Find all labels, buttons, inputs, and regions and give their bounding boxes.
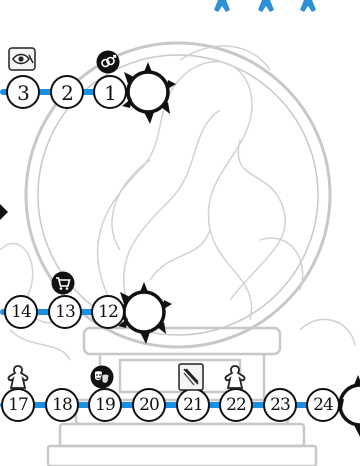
eye-card-icon [8,47,36,71]
space-18[interactable]: 18 [45,388,79,422]
crossed-swords-card-icon [178,363,204,391]
space-24[interactable]: 24 [306,388,340,422]
space-20[interactable]: 20 [132,388,166,422]
space-12[interactable]: 12 [91,295,125,329]
gender-symbols-icon [96,50,120,74]
pawn-icon [222,364,248,390]
space-17[interactable]: 17 [1,388,35,422]
space-23[interactable]: 23 [263,388,297,422]
space-19[interactable]: 19 [88,388,122,422]
space-21[interactable]: 21 [176,388,210,422]
space-13[interactable]: 13 [48,295,82,329]
space-22[interactable]: 22 [219,388,253,422]
space-1[interactable]: 1 [93,75,127,109]
space-14[interactable]: 14 [4,295,38,329]
pawn-icon [5,364,31,390]
theater-masks-icon [90,365,114,389]
shopping-cart-icon [51,271,75,295]
space-2[interactable]: 2 [50,75,84,109]
portal-fragment-left [0,204,10,224]
top-edge-markers [214,0,334,14]
space-3[interactable]: 3 [6,75,40,109]
